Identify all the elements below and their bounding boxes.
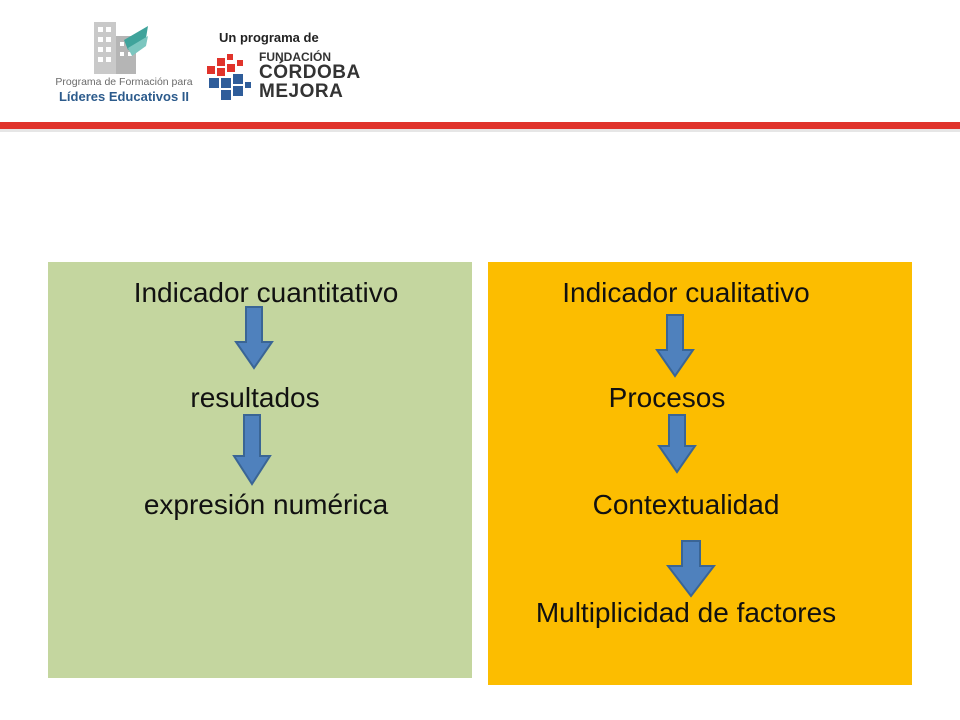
- logo-caption-line1: Programa de Formación para: [55, 76, 193, 88]
- processes-label: Procesos: [608, 382, 726, 413]
- header-divider: [0, 122, 960, 129]
- arrow-down-icon: [232, 414, 272, 486]
- building-icon: [94, 22, 148, 74]
- qualitative-indicator-label: Indicador cualitativo: [562, 277, 810, 308]
- contextuality-label: Contextualidad: [592, 489, 780, 520]
- logo-fundacion: FUNDACIÓN: [259, 50, 331, 64]
- fundacion-logo: Un programa de FUNDACIÓN CÓRDOBA MEJORA: [205, 30, 365, 105]
- qualitative-panel: [488, 262, 912, 685]
- logo-cordoba: CÓRDOBA: [259, 62, 361, 83]
- foundation-squares-icon: [207, 54, 251, 100]
- arrow-down-icon: [657, 414, 697, 474]
- multiplicity-of-factors-label: Multiplicidad de factores: [535, 597, 837, 628]
- programa-logo: Programa de Formación para Líderes Educa…: [44, 16, 194, 106]
- logo-mejora: MEJORA: [259, 81, 344, 102]
- quantitative-indicator-label: Indicador cuantitativo: [133, 277, 399, 308]
- arrow-down-icon: [666, 540, 716, 598]
- header-divider-shadow: [0, 129, 960, 132]
- numeric-expression-label: expresión numérica: [143, 489, 389, 520]
- logo-tagline: Un programa de: [219, 30, 319, 45]
- arrow-down-icon: [234, 306, 274, 370]
- arrow-down-icon: [655, 314, 695, 378]
- logo-caption-line2: Líderes Educativos II: [58, 89, 190, 104]
- results-label: resultados: [190, 382, 320, 413]
